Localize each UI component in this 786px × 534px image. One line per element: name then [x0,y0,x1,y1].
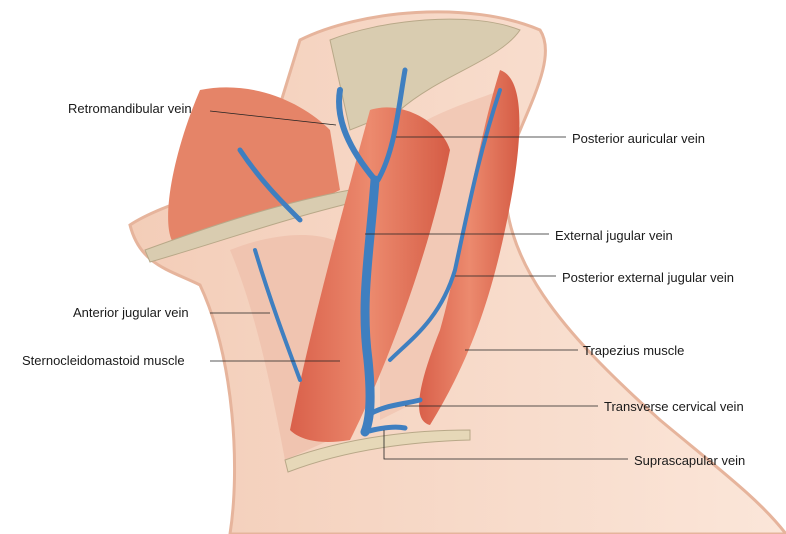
label-suprascapular-vein: Suprascapular vein [634,453,746,468]
label-posterior-auricular-vein: Posterior auricular vein [572,131,705,146]
facial-vein [237,147,303,223]
label-trapezius-muscle: Trapezius muscle [583,343,685,358]
label-anterior-jugular-vein: Anterior jugular vein [73,305,189,320]
anterior-jugular-vein [253,248,302,382]
label-transverse-cervical-vein: Transverse cervical vein [604,399,744,414]
skull-base [329,18,521,131]
clavicle [284,429,471,473]
label-posterior-external-jugular-vein: Posterior external jugular vein [562,270,734,285]
leader-lines [209,110,628,460]
label-sternocleidomastoid-muscle: Sternocleidomastoid muscle [22,353,185,368]
label-retromandibular-vein: Retromandibular vein [68,101,192,116]
veins [237,67,502,437]
posterior-external-jugular-vein [388,88,502,362]
transverse-cervical-vein [365,397,423,418]
label-external-jugular-vein: External jugular vein [555,228,673,243]
trapezius-muscle [419,70,520,425]
suprascapular-vein [362,424,408,435]
posterior-auricular-vein [375,67,408,183]
retromandibular-vein [336,87,378,183]
